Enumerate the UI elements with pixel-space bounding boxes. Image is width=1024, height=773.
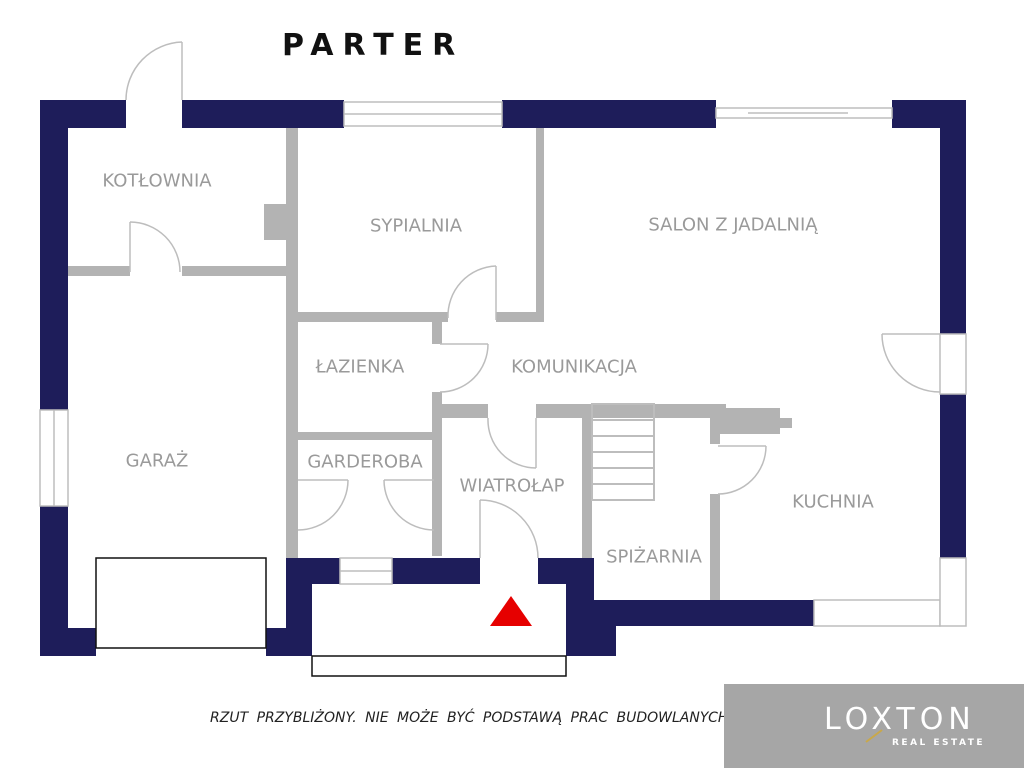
interior-wall [496, 312, 544, 322]
interior-wall [710, 494, 720, 600]
door-garaz [297, 479, 349, 531]
exterior-wall [40, 100, 68, 410]
room-label-kotlownia: KOTŁOWNIA [102, 170, 212, 192]
room-label-kuchnia: KUCHNIA [792, 491, 874, 513]
door-terrace [881, 333, 941, 393]
interior-wall [432, 392, 442, 556]
door-garderoba [383, 479, 435, 531]
window [939, 333, 967, 395]
door-main-entrance [125, 41, 183, 101]
door-wiatrolap-outer [479, 499, 539, 559]
exterior-wall [40, 628, 96, 656]
room-label-lazienka: ŁAZIENKA [315, 356, 405, 378]
room-label-wiatrolap: WIATROŁAP [459, 475, 565, 497]
exterior-wall [566, 600, 814, 626]
exterior-wall [502, 100, 716, 128]
door-sypialnia [447, 265, 497, 320]
door-kotlownia [129, 221, 181, 273]
exterior-wall [592, 626, 616, 656]
garage-and-porch [95, 557, 567, 677]
brand-accent-icon [865, 729, 883, 743]
interior-wall [582, 418, 592, 558]
room-label-komunikacja: KOMUNIKACJA [511, 356, 637, 378]
exterior-wall [940, 100, 966, 334]
interior-wall [286, 128, 298, 558]
window [939, 557, 967, 627]
interior-wall [298, 312, 448, 322]
room-label-garderoba: GARDEROBA [307, 451, 423, 473]
garage-door [95, 557, 267, 649]
door-kuchnia-spizarnia [717, 445, 767, 495]
interior-wall [770, 418, 792, 428]
interior-wall [182, 266, 286, 276]
interior-wall [710, 404, 720, 444]
interior-walls [66, 128, 792, 600]
windows [39, 101, 967, 627]
interior-wall [432, 322, 442, 344]
disclaimer-text: RZUT PRZYBLIŻONY. NIE MOŻE BYĆ PODSTAWĄ … [210, 710, 733, 726]
interior-wall [298, 432, 432, 440]
interior-wall [536, 404, 726, 418]
exterior-wall [392, 558, 480, 584]
window [813, 599, 941, 627]
interior-wall [264, 204, 286, 240]
door-wiatrolap-inner [487, 417, 537, 469]
interior-wall [442, 404, 488, 418]
exterior-walls [40, 100, 966, 656]
staircase [591, 403, 655, 501]
exterior-wall [940, 394, 966, 558]
interior-wall [536, 128, 544, 322]
exterior-wall [286, 558, 340, 584]
room-label-spizarnia: SPIŻARNIA [606, 546, 702, 568]
doors [125, 41, 941, 559]
interior-wall [66, 266, 130, 276]
brand-tagline: REAL ESTATE [892, 738, 986, 748]
exterior-wall [182, 100, 344, 128]
porch-step [311, 655, 567, 677]
entrance-triangle-icon [490, 596, 532, 626]
brand-logo: LOXTON REAL ESTATE [724, 684, 1024, 768]
room-label-sypialnia: SYPIALNIA [369, 215, 463, 237]
floor-title: PARTER [282, 28, 465, 63]
room-label-salon: SALON Z JADALNIĄ [648, 214, 818, 236]
brand-name: LOXTON [824, 702, 976, 737]
door-lazienka [439, 343, 489, 393]
room-label-garaz: GARAŻ [125, 450, 189, 472]
